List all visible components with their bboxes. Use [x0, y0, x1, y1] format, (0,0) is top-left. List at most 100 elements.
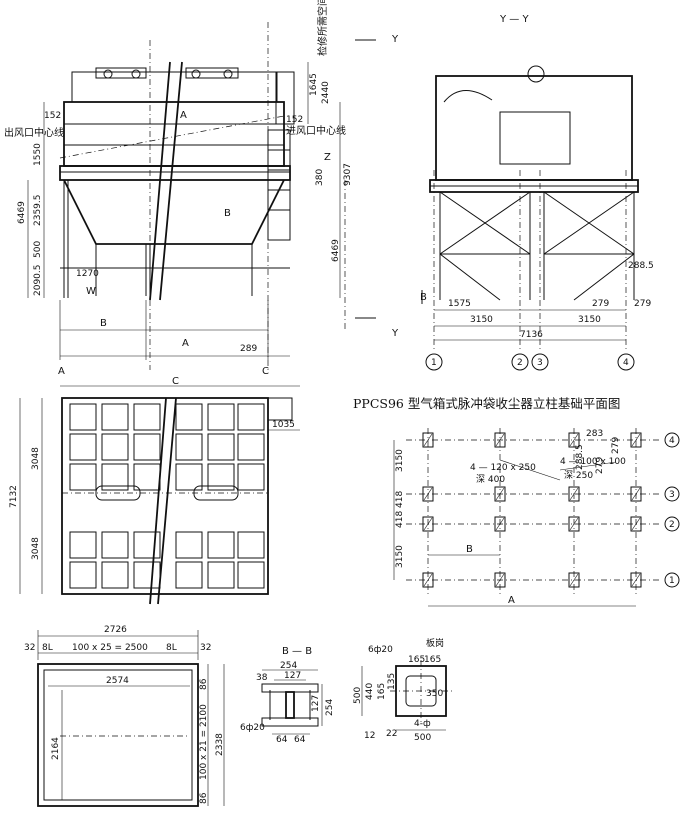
bb-dim-38: 38 [256, 673, 268, 683]
plate-dim-165-b: 165 [424, 655, 441, 665]
fnd-note-pocket-large: 4 — 120 x 250 [470, 463, 536, 473]
filter-cell [207, 561, 235, 589]
bb-dim-254-side: 254 [325, 699, 335, 716]
frame-dim-32-left: 32 [24, 643, 35, 653]
inlet-centerline-note: 进风口中心线 [286, 124, 346, 137]
label-a-dim: A [182, 338, 189, 349]
frame-dim-2574: 2574 [106, 676, 129, 686]
plan-dim-3048-top: 3048 [31, 447, 41, 470]
filter-cell-grid [69, 403, 265, 589]
plate-detail-title: 板岗 [426, 637, 444, 649]
filter-cell [101, 561, 129, 589]
yy-dim-7136: 7136 [520, 330, 543, 340]
front-dim-1550: 1550 [33, 143, 43, 166]
filter-cell [237, 463, 265, 491]
section-yy: Y — Y B 288.5 1575 279 279 315 [420, 14, 654, 371]
bb-dim-64-right: 64 [294, 735, 306, 745]
service-space-note: 检修所需空间 [316, 0, 329, 56]
foundation-plan: PPCS96 型气箱式脉冲袋收尘器立柱基础平面图 3150 418 418 31… [353, 396, 680, 607]
section-bb-title: B — B [282, 646, 312, 657]
filter-cell [101, 463, 129, 491]
filter-cell [207, 403, 235, 431]
fnd-dim-279-b: 279 [595, 457, 605, 474]
filter-cell [237, 531, 265, 559]
plan-label-c: C [172, 376, 179, 387]
plan-dim-1035: 1035 [272, 420, 295, 430]
front-dim-289: 289 [240, 344, 257, 354]
frame-dim-2164: 2164 [51, 737, 61, 760]
bb-dim-254-top: 254 [280, 661, 297, 671]
yy-axis-3: 3 [537, 358, 543, 368]
yy-dim-3150-a: 3150 [470, 315, 493, 325]
front-dim-1645: 1645 [309, 73, 319, 96]
plate-dim-500-bottom: 500 [414, 733, 431, 743]
filter-cell [175, 531, 203, 559]
front-dim-2090: 2090.5 [33, 265, 43, 297]
filter-cell [133, 463, 161, 491]
front-dim-1270: 1270 [76, 269, 99, 279]
filter-cell [133, 561, 161, 589]
filter-cell [69, 561, 97, 589]
plate-dim-4-holes: 4-ф [414, 719, 431, 729]
front-dim-152-left: 152 [44, 111, 61, 121]
fnd-note-depth-400: 深 400 [476, 474, 505, 485]
drawing-title: PPCS96 型气箱式脉冲袋收尘器立柱基础平面图 [353, 396, 620, 411]
fnd-note-depth-250: 深 250 [564, 470, 593, 481]
filter-cell [101, 433, 129, 461]
filter-cell [207, 531, 235, 559]
column-footing [494, 486, 506, 502]
filter-cell [69, 463, 97, 491]
axis-label-a: A [58, 366, 65, 377]
filter-cell [237, 433, 265, 461]
filter-cell [69, 433, 97, 461]
plate-dim-12: 12 [364, 731, 375, 741]
filter-cell [101, 403, 129, 431]
label-b-side: B [224, 208, 231, 219]
plate-dim-holes: 6ф20 [368, 645, 393, 655]
front-dim-380: 380 [315, 169, 325, 186]
fnd-label-b: B [466, 544, 473, 555]
section-yy-cut-mark: B [420, 292, 427, 303]
frame-dim-2726: 2726 [104, 625, 127, 635]
fnd-dim-418-b: 418 [395, 511, 405, 528]
filter-cell [207, 463, 235, 491]
fnd-axis-3: 3 [669, 490, 675, 500]
bb-dim-127-top: 127 [284, 671, 301, 681]
cut-y-bottom: Y [391, 328, 399, 339]
filter-cell [175, 403, 203, 431]
plan-dim-3048-bottom: 3048 [31, 537, 41, 560]
cut-y-top: Y [391, 34, 399, 45]
front-dim-152-right: 152 [286, 115, 303, 125]
yy-dim-3150-b: 3150 [578, 315, 601, 325]
yy-dim-279-b: 279 [634, 299, 651, 309]
label-z: Z [324, 152, 331, 163]
filter-cell [133, 433, 161, 461]
frame-dim-86-top: 86 [199, 678, 209, 690]
filter-cell [237, 403, 265, 431]
frame-dim-pitch-side: 100 x 21 = 2100 [199, 704, 209, 780]
fnd-dim-3150-top: 3150 [395, 449, 405, 472]
bb-dim-holes: 6ф20 [240, 723, 265, 733]
plate-dim-440: 440 [365, 683, 375, 700]
fnd-note-pocket-small: 4 — 100 x 100 [560, 457, 626, 467]
label-w: W [86, 286, 96, 297]
filter-cell [175, 561, 203, 589]
yy-dim-1575: 1575 [448, 299, 471, 309]
yy-axis-1: 1 [431, 358, 437, 368]
frame-dim-8l-left: 8L [42, 643, 53, 653]
fnd-dim-279-a: 279 [611, 437, 621, 454]
front-elevation: 检修所需空间 出风口中心线 进风口中心线 1645 2440 152 152 1… [4, 0, 399, 377]
plate-dim-22: 22 [386, 729, 397, 739]
fnd-label-a: A [508, 595, 515, 606]
fnd-axis-1: 1 [669, 576, 675, 586]
plate-detail: 板岗 6ф20 165 165 500 440 165 135 350 4-ф … [353, 637, 452, 743]
footing-diagonal [569, 433, 579, 447]
section-bb: B — B 254 127 38 127 254 6ф20 64 64 [240, 646, 335, 745]
fnd-dim-3150-bottom: 3150 [395, 545, 405, 568]
axis-label-c: C [262, 366, 269, 377]
front-dim-2440: 2440 [321, 81, 331, 104]
filter-cell [175, 433, 203, 461]
frame-dim-pitch-top: 100 x 25 = 2500 [72, 643, 148, 653]
fnd-dim-288: 288.5 [575, 444, 585, 470]
front-dim-6469-left: 6469 [17, 201, 27, 224]
